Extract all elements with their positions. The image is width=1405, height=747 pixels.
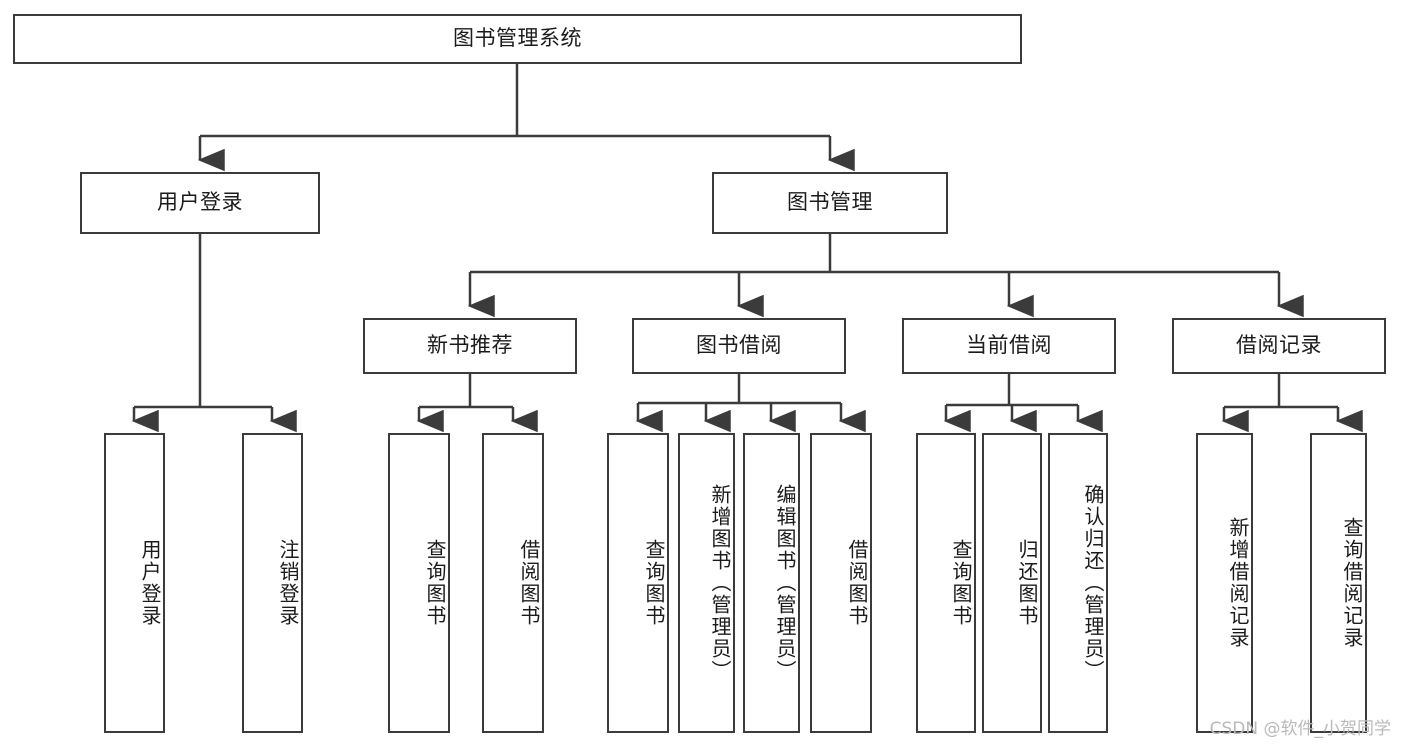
node-leaf-add-book-label: 新增图书（管理员） (708, 484, 732, 682)
node-leaf-add-record-label: 新增借阅记录 (1226, 517, 1250, 649)
node-leaf-edit-book-label: 编辑图书（管理员） (773, 484, 797, 682)
node-leaf-confirm-return[interactable]: 确认归还（管理员） (1048, 433, 1108, 733)
node-borrow-record[interactable]: 借阅记录 (1172, 318, 1386, 374)
node-leaf-query-book-rec[interactable]: 查询图书 (388, 433, 450, 733)
watermark: CSDN @软件_小贺同学 (1209, 719, 1391, 739)
node-leaf-borrow-book-label: 借阅图书 (845, 539, 869, 627)
node-root-label: 图书管理系统 (453, 26, 582, 51)
node-new-book-recommend[interactable]: 新书推荐 (363, 318, 577, 374)
node-book-manage-label: 图书管理 (787, 190, 873, 215)
node-leaf-query-book-borrow[interactable]: 查询图书 (607, 433, 669, 733)
node-book-borrow[interactable]: 图书借阅 (632, 318, 846, 374)
node-leaf-return-book[interactable]: 归还图书 (982, 433, 1042, 733)
node-book-borrow-label: 图书借阅 (696, 333, 782, 358)
node-leaf-query-book-borrow-label: 查询图书 (642, 539, 666, 627)
node-leaf-borrow-book-rec-label: 借阅图书 (517, 539, 541, 627)
node-leaf-edit-book[interactable]: 编辑图书（管理员） (743, 433, 800, 733)
node-new-book-recommend-label: 新书推荐 (427, 333, 513, 358)
node-leaf-query-book-current-label: 查询图书 (949, 539, 973, 627)
node-leaf-query-record[interactable]: 查询借阅记录 (1310, 433, 1367, 733)
node-leaf-confirm-return-label: 确认归还（管理员） (1081, 484, 1105, 682)
node-book-manage[interactable]: 图书管理 (712, 172, 948, 234)
node-leaf-user-logout[interactable]: 注销登录 (242, 433, 303, 733)
node-leaf-borrow-book-rec[interactable]: 借阅图书 (482, 433, 544, 733)
node-leaf-return-book-label: 归还图书 (1015, 539, 1039, 627)
node-leaf-user-login-label: 用户登录 (138, 539, 162, 627)
node-user-login-label: 用户登录 (157, 190, 243, 215)
node-current-borrow-label: 当前借阅 (966, 333, 1052, 358)
node-leaf-borrow-book[interactable]: 借阅图书 (810, 433, 872, 733)
node-user-login[interactable]: 用户登录 (80, 172, 320, 234)
node-leaf-user-logout-label: 注销登录 (276, 539, 300, 627)
node-leaf-user-login[interactable]: 用户登录 (104, 433, 165, 733)
node-root[interactable]: 图书管理系统 (13, 14, 1022, 64)
node-leaf-query-book-rec-label: 查询图书 (423, 539, 447, 627)
node-leaf-query-record-label: 查询借阅记录 (1340, 517, 1364, 649)
node-leaf-add-record[interactable]: 新增借阅记录 (1196, 433, 1253, 733)
node-borrow-record-label: 借阅记录 (1236, 333, 1322, 358)
node-leaf-add-book[interactable]: 新增图书（管理员） (678, 433, 735, 733)
node-current-borrow[interactable]: 当前借阅 (902, 318, 1116, 374)
node-leaf-query-book-current[interactable]: 查询图书 (916, 433, 976, 733)
